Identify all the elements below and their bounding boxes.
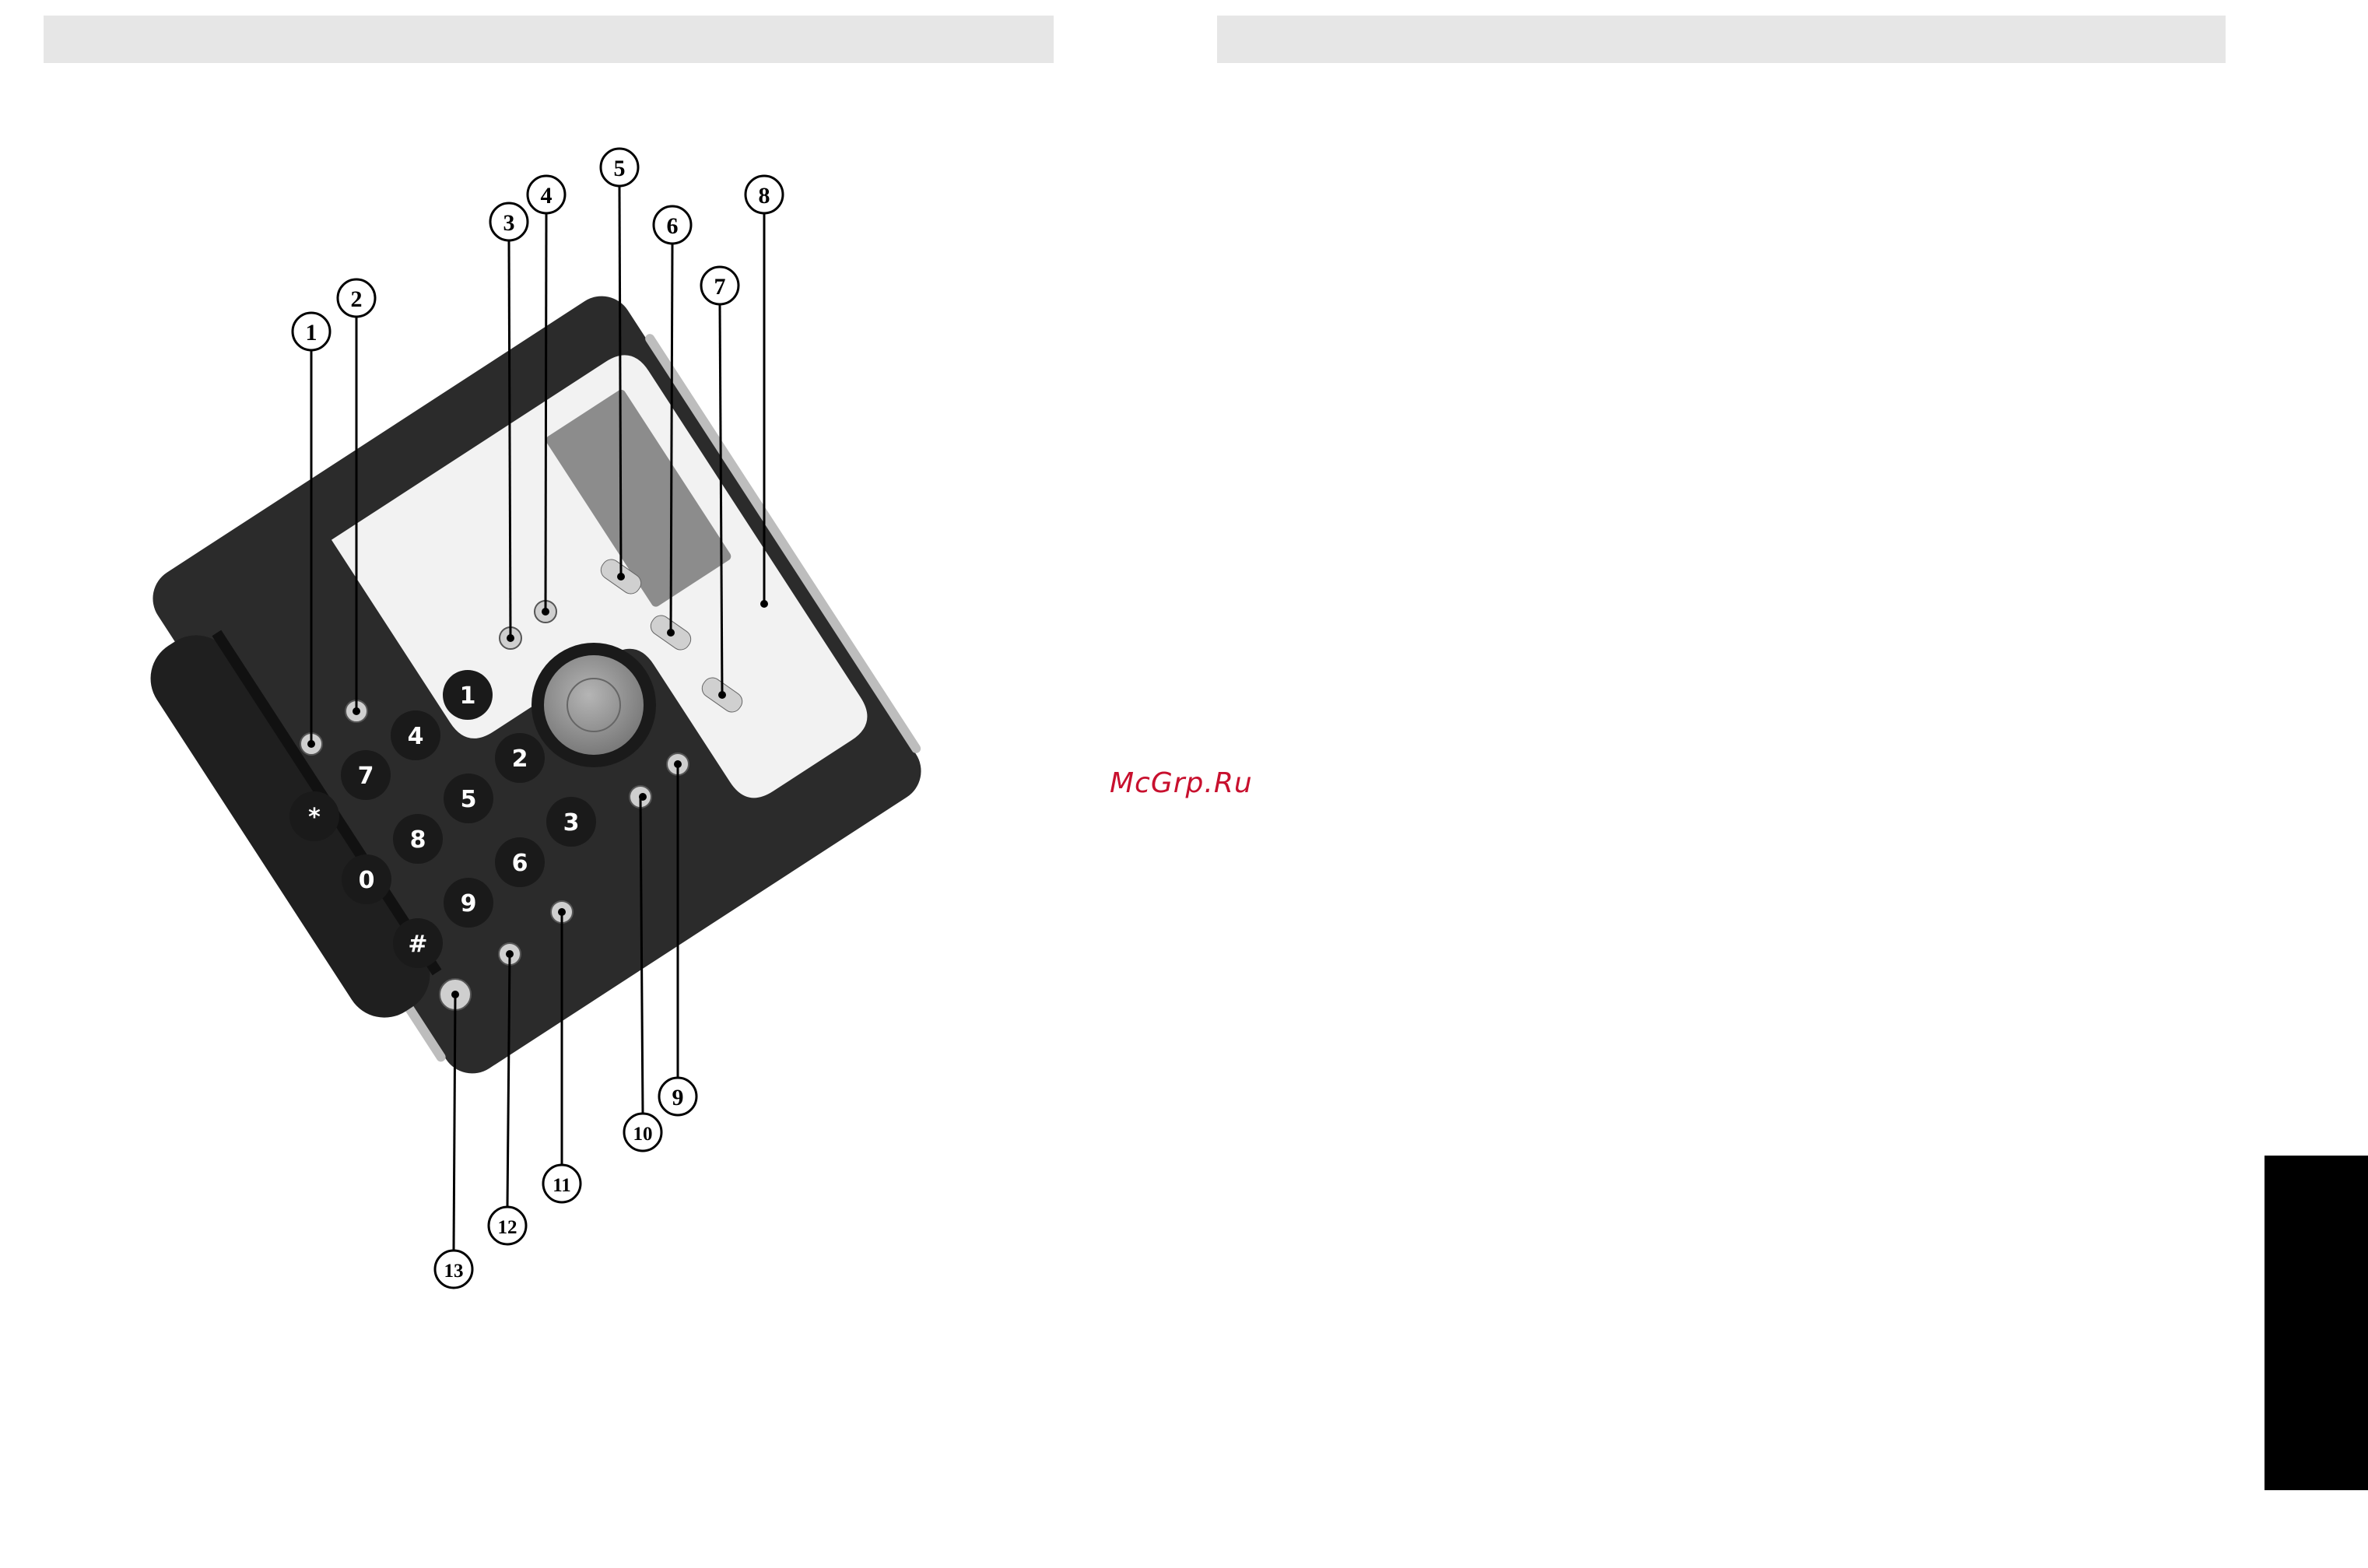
- navigation-dial[interactable]: [531, 643, 656, 767]
- callout-label: 10: [633, 1124, 653, 1145]
- phone-body: [102, 280, 939, 1111]
- callout-label: 4: [541, 183, 553, 209]
- callout-label: 6: [667, 213, 679, 239]
- callout-label: 5: [614, 156, 626, 181]
- keypad-key-label: 3: [563, 809, 580, 837]
- keypad-key-label: 2: [512, 745, 528, 773]
- right-page-header-bar: [1217, 16, 2226, 63]
- callout-label: 3: [503, 210, 515, 236]
- keypad-key-label: 1: [460, 682, 476, 710]
- callout-label: 13: [444, 1261, 464, 1282]
- keypad-key-label: *: [308, 804, 321, 831]
- telephone-diagram: 1 4 7 * 2 5 8 0 3 6 9 #: [0, 0, 1089, 1323]
- callout-label: 8: [759, 183, 770, 209]
- callout-label: 7: [714, 274, 726, 300]
- keypad-key-label: 8: [410, 826, 426, 854]
- callout-label: 2: [351, 286, 363, 312]
- keypad-key-label: 7: [358, 763, 374, 790]
- callout-label: 11: [553, 1175, 571, 1196]
- keypad-key-label: 6: [512, 850, 528, 877]
- keypad-key-label: 4: [408, 723, 424, 750]
- section-side-tab: [2265, 1156, 2368, 1490]
- callout-label: 12: [498, 1217, 517, 1238]
- keypad-key-label: 5: [461, 786, 477, 813]
- keypad-key-label: #: [408, 931, 427, 958]
- keypad-key-label: 9: [461, 890, 477, 917]
- callout-label: 9: [672, 1085, 684, 1110]
- keypad-key-label: 0: [359, 867, 375, 894]
- callout-label: 1: [306, 320, 317, 346]
- watermark-text: McGrp.Ru: [1110, 767, 1253, 799]
